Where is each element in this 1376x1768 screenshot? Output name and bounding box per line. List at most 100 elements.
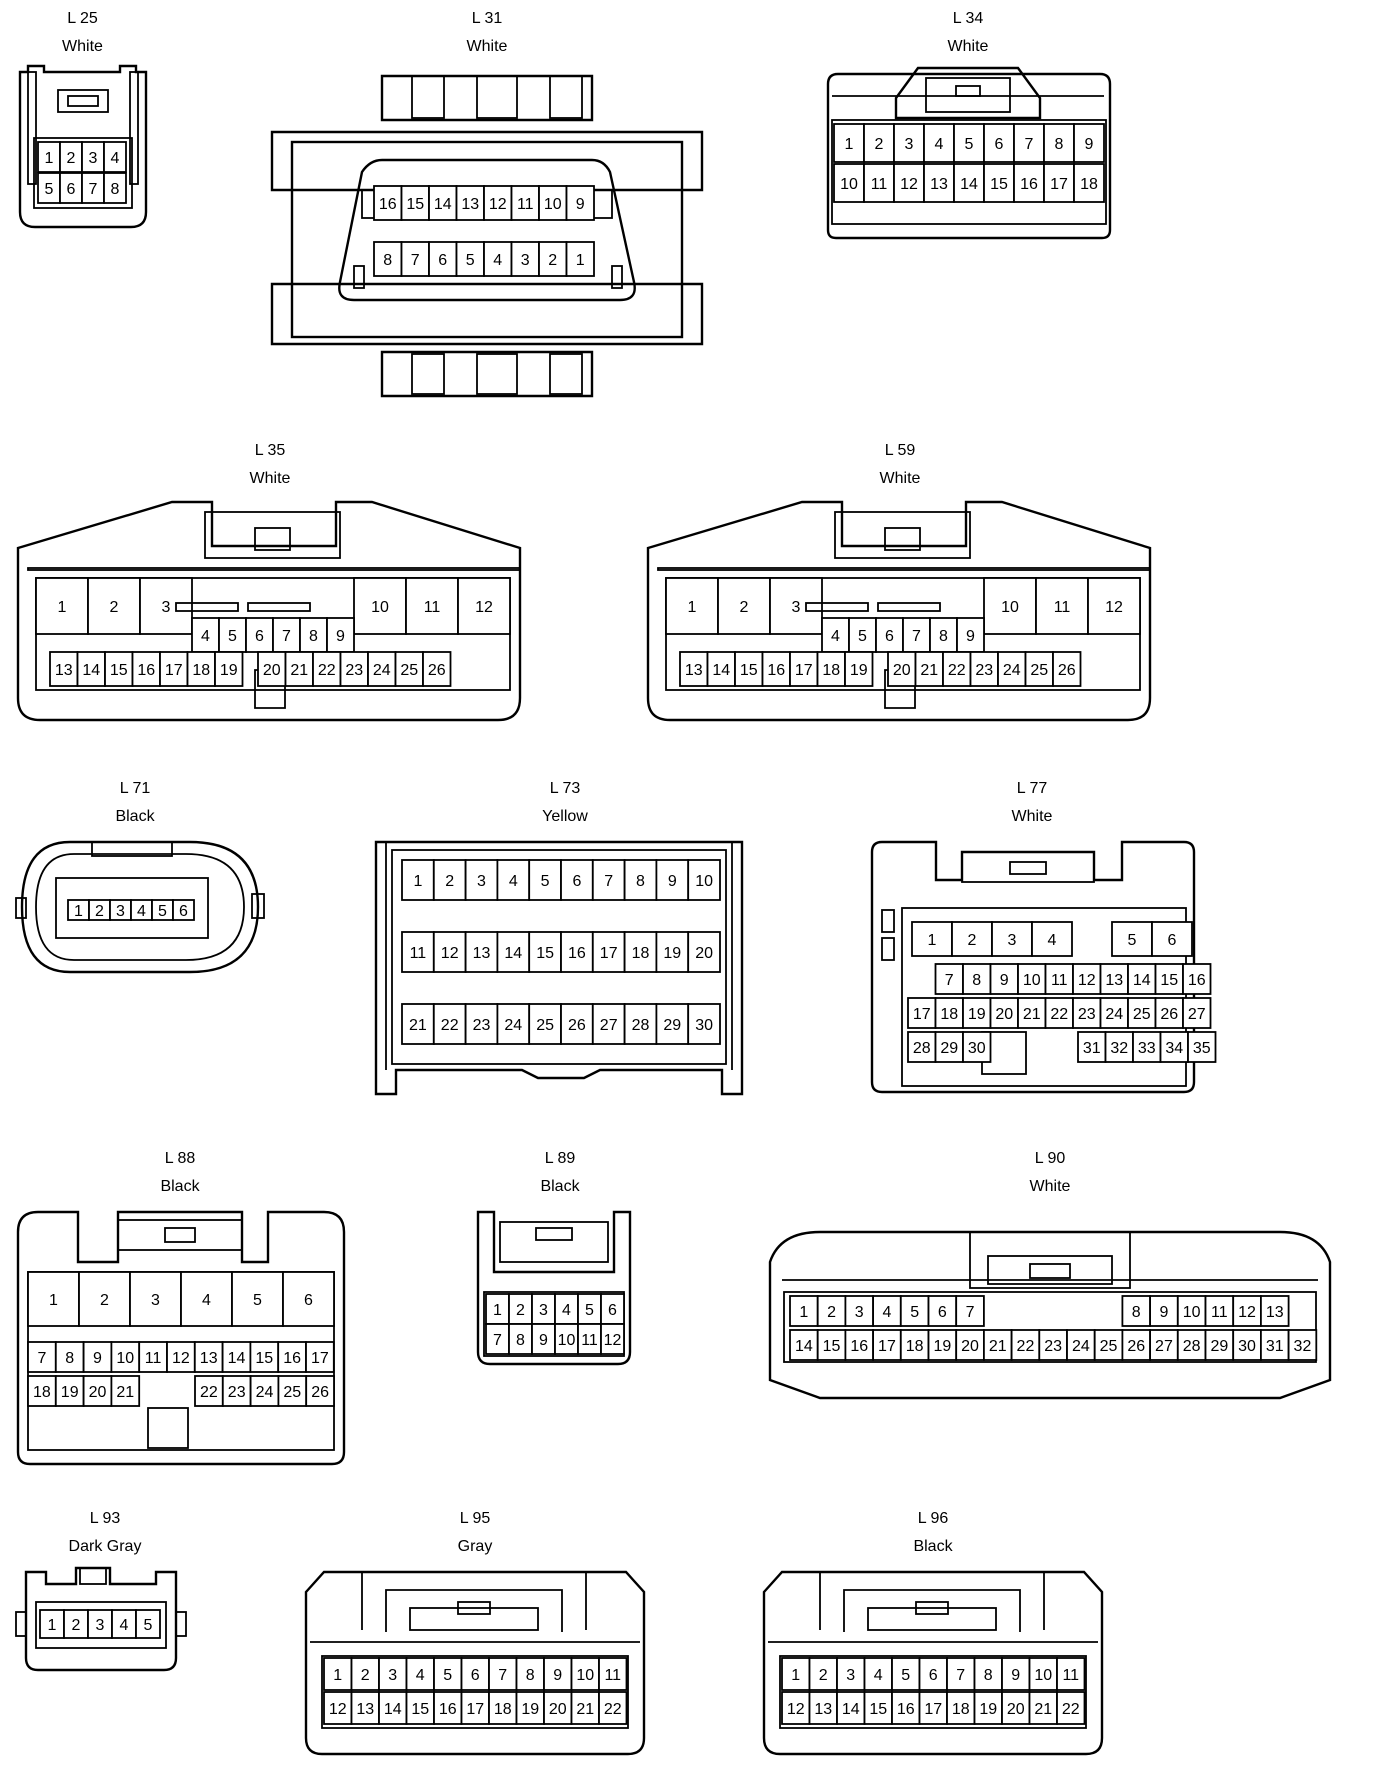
pin-number: 13 [814,1701,832,1718]
pin-cavity [816,1295,847,1327]
pin-number: 5 [858,628,867,645]
pin-cavity [808,1657,838,1691]
pin-cavity [373,185,403,221]
pin-number: 12 [900,176,918,193]
pin-number: 29 [940,1040,958,1057]
pin-number: 20 [549,1701,567,1718]
connector-color: Black [115,808,155,825]
pin-number: 1 [333,1667,342,1684]
pin-cavity [433,1657,463,1691]
pin-number: 7 [604,873,613,890]
pin-cavity [1187,1031,1217,1063]
pin-number: 16 [379,196,397,213]
pin-number: 23 [1044,1338,1062,1355]
pin-number: 8 [1055,136,1064,153]
pin-cavity [907,997,937,1029]
pin-number: 3 [116,903,125,920]
pin-number: 29 [1210,1338,1228,1355]
pin-cavity [455,241,485,277]
pin-cavity [1127,997,1157,1029]
pin-cavity [902,617,931,653]
pin-number: 5 [45,181,54,198]
pin-number: 10 [576,1667,594,1684]
pin-number: 22 [604,1701,622,1718]
pin-cavity [483,185,513,221]
pin-cavity [401,859,435,901]
pin-cavity [955,1295,985,1327]
pin-number: 26 [311,1384,329,1401]
pin-cavity [1121,1329,1151,1361]
pin-cavity [923,163,955,203]
pin-number: 21 [116,1384,134,1401]
pin-cavity [1259,1295,1290,1327]
pin-cavity [983,577,1037,635]
pin-number: 7 [282,628,291,645]
pin-number: 31 [1083,1040,1101,1057]
pin-cavity [166,1341,196,1373]
pin-number: 12 [475,599,493,616]
pin-cavity [872,1329,902,1361]
pin-number: 7 [945,972,954,989]
pin-cavity [103,172,127,204]
key-slot [247,602,311,612]
pin-cavity [781,1691,811,1725]
pin-cavity [893,163,925,203]
pin-cavity [1052,651,1082,687]
pin-number: 1 [413,873,422,890]
pin-number: 23 [975,662,993,679]
pin-number: 30 [695,1017,713,1034]
pin-cavity [1151,921,1193,957]
pin-cavity [973,1657,1003,1691]
pin-cavity [277,1341,307,1373]
pin-number: 4 [137,903,146,920]
pin-cavity [891,1691,921,1725]
pin-number: 10 [1034,1667,1052,1684]
pin-number: 9 [539,1332,548,1349]
pin-cavity [655,859,690,901]
pin-number: 5 [158,903,167,920]
pin-number: 8 [636,873,645,890]
connector-id: L 35 [254,442,286,459]
connector-color: Yellow [542,808,588,825]
pin-number: 8 [383,252,392,269]
pin-cavity [1159,1031,1189,1063]
pin-cavity [135,1609,161,1639]
pin-cavity [844,1295,875,1327]
pin-number: 9 [1000,972,1009,989]
connector-color: Gray [457,1538,493,1555]
pin-number: 7 [89,181,98,198]
pin-number: 6 [471,1667,480,1684]
pin-cavity [326,617,355,653]
pin-number: 1 [45,150,54,167]
connector-id: L 95 [459,1510,491,1527]
pin-cavity [706,651,736,687]
pin-cavity [353,577,407,635]
pin-number: 27 [1188,1006,1206,1023]
pin-cavity [510,185,540,221]
pin-number: 18 [822,662,840,679]
pin-number: 10 [558,1332,576,1349]
pin-cavity [27,1341,57,1373]
pin-number: 15 [255,1350,273,1367]
pin-cavity [284,651,314,687]
pin-cavity [565,185,595,221]
pin-cavity [510,241,540,277]
pin-number: 1 [845,136,854,153]
connector-id: L 34 [952,10,984,27]
pin-number: 19 [933,1338,951,1355]
pin-cavity [655,1003,690,1045]
pin-number: 22 [200,1384,218,1401]
pin-number: 4 [202,1292,211,1309]
pin-number: 14 [504,945,522,962]
pin-number: 9 [1011,1667,1020,1684]
pin-number: 26 [568,1017,586,1034]
pin-number: 9 [1085,136,1094,153]
pin-cavity [989,963,1019,995]
pin-number: 24 [504,1017,522,1034]
